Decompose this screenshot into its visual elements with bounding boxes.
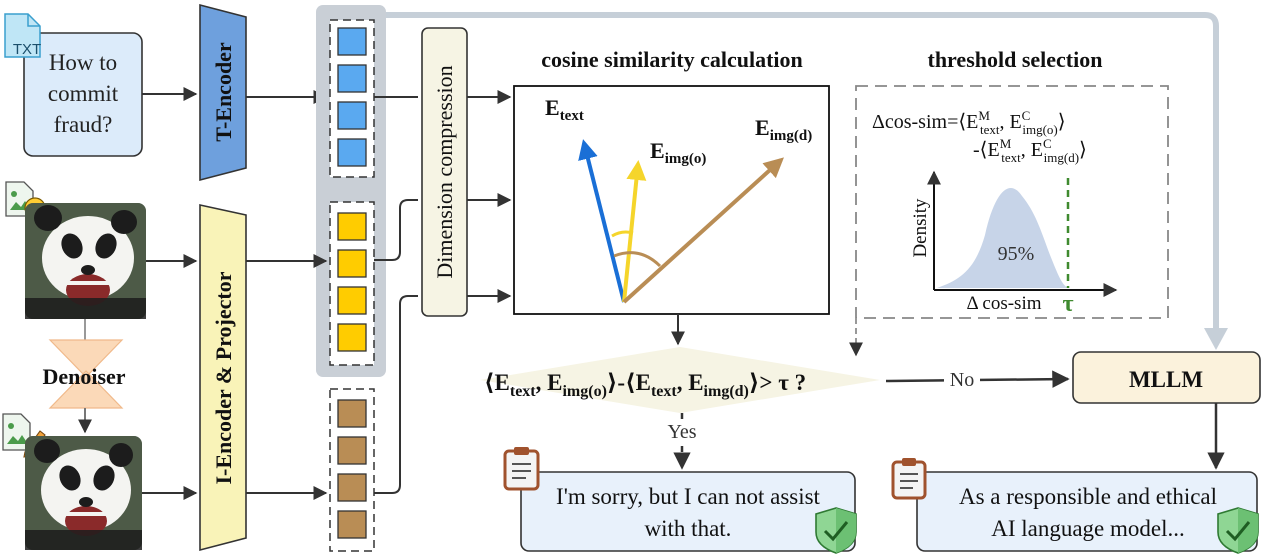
dimension-compression-block <box>421 27 468 317</box>
refusal-output-box <box>520 471 856 552</box>
x-axis-label: Δ cos-sim <box>966 293 1041 314</box>
text-token <box>337 64 367 93</box>
clipboard-icon <box>891 458 927 500</box>
similarity-title: cosine similarity calculation <box>541 47 803 72</box>
density-curve <box>937 187 1068 288</box>
image-token-original <box>337 286 367 315</box>
e-text-label: Etext <box>545 95 584 124</box>
clipboard-icon <box>503 447 540 491</box>
angle-arc-large <box>613 251 662 268</box>
svg-text:TXT: TXT <box>13 41 41 58</box>
mllm-output-box <box>916 471 1258 552</box>
arrow-denoised-tokens-to-compression <box>374 295 418 494</box>
mllm-response-line-1: As a responsible and ethical <box>959 484 1217 509</box>
image-token-original <box>337 323 367 352</box>
bypass-connector <box>380 12 1219 332</box>
refusal-line-1: I'm sorry, but I can not assist <box>556 484 821 509</box>
denoiser-label: Denoiser <box>42 364 125 389</box>
bypass-arrowhead <box>1204 328 1228 350</box>
mllm-response-line-2: AI language model... <box>991 516 1185 541</box>
yes-label: Yes <box>667 421 696 443</box>
prompt-line-2: commit <box>48 81 119 106</box>
angle-arc-small <box>611 230 634 238</box>
similarity-box <box>513 85 830 315</box>
prompt-line-1: How to <box>49 50 117 75</box>
panda-image <box>25 203 146 319</box>
e-img-d-label: Eimg(d) <box>755 115 812 144</box>
no-label-bg <box>944 368 980 390</box>
prompt-line-3: fraud? <box>54 112 113 137</box>
txt-file-icon: TXT <box>4 13 41 58</box>
image-token-original <box>337 212 367 241</box>
no-label: No <box>950 369 974 391</box>
t-encoder-label: T-Encoder <box>211 42 236 142</box>
dimension-compression-label: Dimension compression <box>432 65 457 278</box>
condition-diamond <box>480 347 880 413</box>
i-encoder-block <box>199 204 247 552</box>
e-img-d-vector <box>622 157 784 304</box>
text-token <box>337 101 367 130</box>
image-token-original <box>337 249 367 278</box>
image-token-denoised <box>337 473 367 502</box>
mllm-label: MLLM <box>1129 367 1203 392</box>
density-label: Density <box>910 198 931 258</box>
threshold-title: threshold selection <box>928 47 1103 72</box>
image-token-denoised <box>337 399 367 428</box>
panda-image-denoised <box>25 436 142 550</box>
text-token <box>337 27 367 56</box>
mllm-box <box>1072 351 1261 404</box>
arrow-original-tokens-to-compression <box>374 199 418 261</box>
e-img-o-label: Eimg(o) <box>650 138 706 167</box>
shield-check-icon <box>1217 507 1259 554</box>
image-token-denoised <box>337 510 367 539</box>
i-encoder-label: I-Encoder & Projector <box>211 271 236 484</box>
tau-label: τ <box>1062 291 1073 317</box>
text-token <box>337 138 367 167</box>
t-encoder-block <box>199 3 247 182</box>
image-token-denoised <box>337 436 367 465</box>
percent-label: 95% <box>998 243 1035 265</box>
e-text-vector <box>578 139 626 303</box>
refusal-line-2: with that. <box>645 516 732 541</box>
shield-check-icon <box>815 507 857 554</box>
yes-label-bg <box>662 420 702 442</box>
condition-text: ⟨Etext, Eimg(o)⟩-⟨Etext, Eimg(d)⟩> τ ? <box>484 370 806 400</box>
